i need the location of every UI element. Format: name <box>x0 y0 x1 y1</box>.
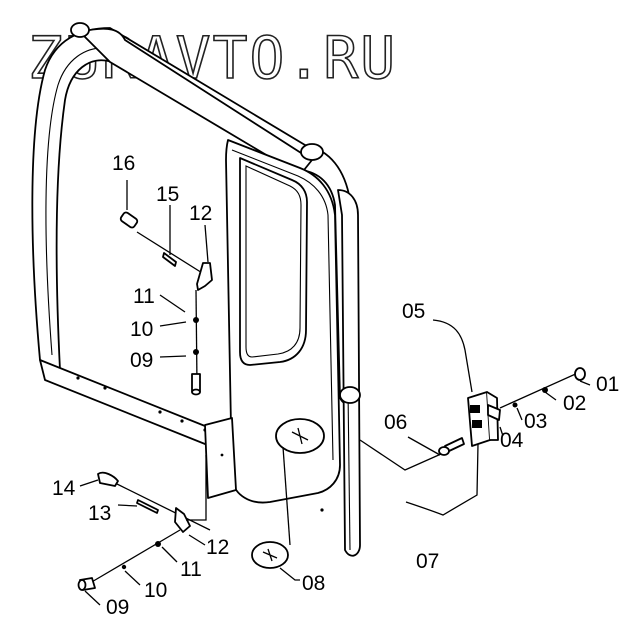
part-04-lock <box>359 319 501 516</box>
callout-11-upper: 11 <box>133 285 155 308</box>
callout-09-lower: 09 <box>106 596 129 619</box>
part-08-cover-plate <box>251 446 300 581</box>
callout-15: 15 <box>156 183 179 206</box>
callout-02: 02 <box>563 392 586 415</box>
callout-07: 07 <box>416 550 439 573</box>
parts-01-03-fasteners <box>499 367 586 409</box>
callout-09-upper: 09 <box>130 349 153 372</box>
callout-14: 14 <box>52 477 76 500</box>
callout-10-lower: 10 <box>144 579 167 602</box>
callout-04: 04 <box>500 429 524 452</box>
callout-08: 08 <box>302 572 325 595</box>
callout-03: 03 <box>524 410 547 433</box>
handle-disc <box>275 418 325 454</box>
callout-12-upper: 12 <box>189 202 212 225</box>
door-frame <box>31 22 361 557</box>
callout-labels: 01 02 03 04 05 06 07 08 09 10 11 12 15 1… <box>52 152 619 619</box>
lower-hinge-stack <box>77 455 211 591</box>
callout-06: 06 <box>384 411 407 434</box>
leader-lines <box>79 180 591 606</box>
upper-hinge-stack <box>119 211 213 396</box>
callout-11-lower: 11 <box>180 558 202 581</box>
callout-12-lower: 12 <box>206 536 229 559</box>
callout-16: 16 <box>112 152 135 175</box>
callout-01: 01 <box>596 373 619 396</box>
part-06-bolt <box>438 437 465 456</box>
callout-10-upper: 10 <box>130 318 153 341</box>
callout-05: 05 <box>402 300 425 323</box>
callout-13: 13 <box>88 502 111 525</box>
